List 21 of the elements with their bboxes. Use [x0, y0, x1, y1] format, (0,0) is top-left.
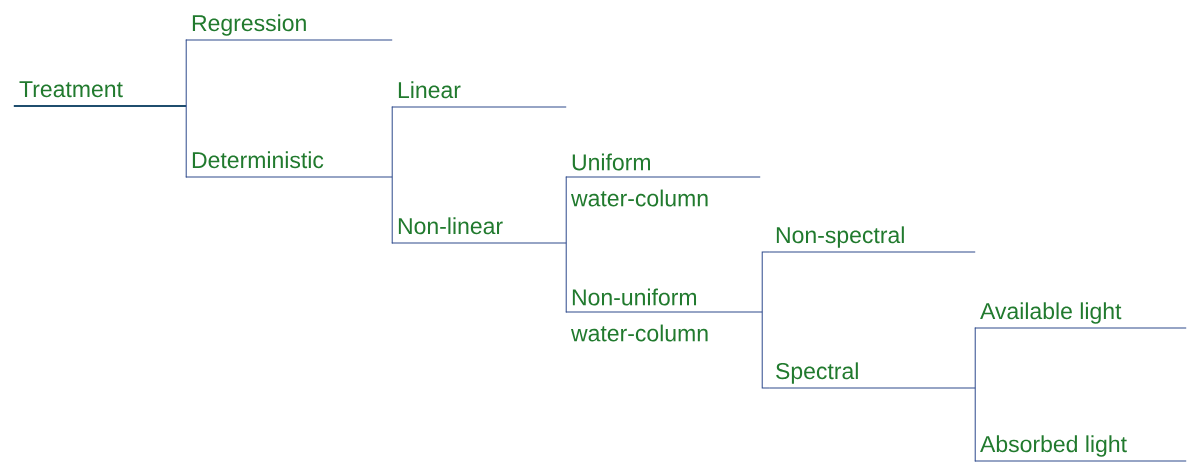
branch-label: Regression — [185, 14, 393, 41]
branch-label: Non-linear — [391, 217, 567, 244]
branch-label: Non-uniform water-column — [565, 288, 763, 342]
connector — [974, 387, 976, 462]
branch-label: Non-spectral — [769, 226, 976, 253]
connector — [565, 176, 567, 244]
branch-label: Absorbed light — [974, 435, 1187, 462]
connector — [391, 106, 393, 178]
branch-label: Uniform water-column — [565, 153, 761, 207]
connector — [185, 105, 187, 178]
connector — [391, 176, 393, 244]
connector — [565, 242, 567, 313]
branch-label: Available light — [974, 302, 1187, 329]
connector — [761, 251, 771, 313]
connector — [185, 39, 187, 107]
branch-label: Spectral — [769, 362, 976, 389]
connector — [761, 311, 771, 389]
branch-label: Deterministic — [185, 151, 393, 178]
branch-label: Linear — [391, 81, 567, 108]
branch-label: Treatment — [12, 81, 188, 107]
connector — [974, 327, 976, 389]
